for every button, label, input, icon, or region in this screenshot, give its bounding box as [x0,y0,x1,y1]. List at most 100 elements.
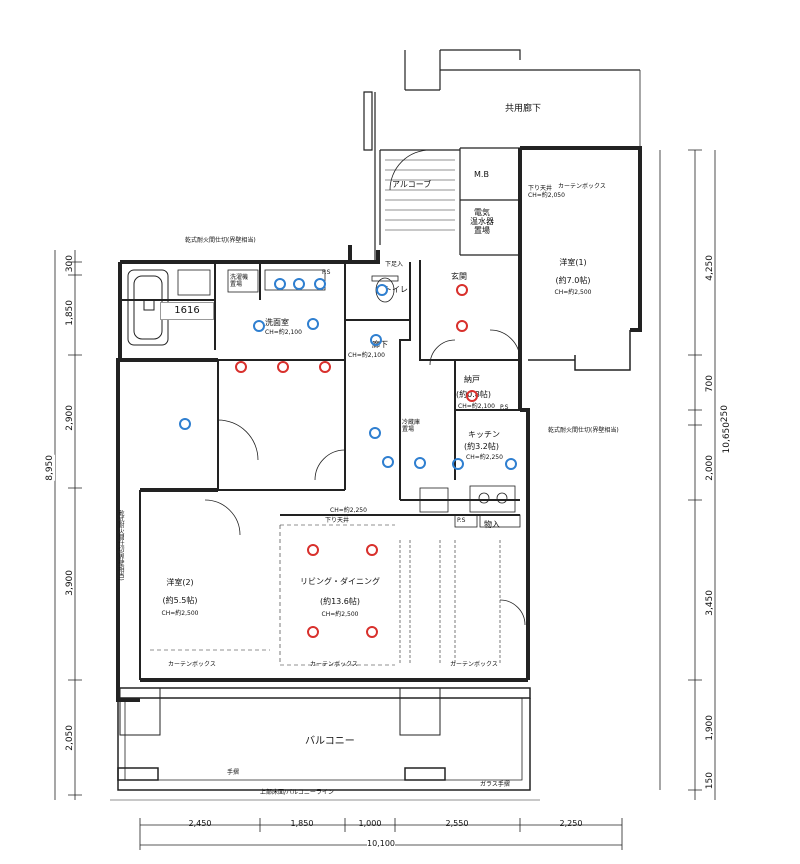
blue-light-marker [376,284,388,296]
dim-bottom-3: 1,000 [358,819,382,828]
red-light-marker [307,626,319,638]
bedroom1-ceiling-label: 下り天井 CH=約2,050 [528,185,565,199]
alcove-label: アルコーブ [392,180,432,189]
dim-left-4: 3,900 [65,570,75,596]
dims-right-lines [688,149,716,800]
living-ch: CH=約2,500 [321,611,359,618]
common-corridor-label: 共用廊下 [505,104,542,114]
dim-bottom-5: 2,250 [559,819,583,828]
balcony-label: バルコニー [305,736,355,747]
ceiling-dashes [150,524,395,666]
red-light-marker [307,544,319,556]
blue-light-marker [253,320,265,332]
closet-label: 物入 [484,520,500,529]
dim-left-5: 2,050 [65,725,75,751]
doors [139,149,526,626]
unit-id-tag: 1616 [160,302,214,320]
hallway-label: 廊下 [372,340,388,349]
dim-right-2: 700 [705,375,715,393]
balcony-line-label: 上部床面/バルコニーライン [260,789,334,796]
interior-walls [120,260,520,680]
kitchen-name: キッチン [468,430,500,439]
blue-light-marker [314,278,326,290]
curtain-box-living: カーテンボックス [310,661,358,668]
bedroom2-name: 洋室(2) [166,578,194,587]
blue-light-marker [179,418,191,430]
entrance-label: 玄関 [451,272,467,281]
fire-wall-left-label: 乾式耐火間仕切(界壁相当) [117,510,124,581]
red-light-marker [277,361,289,373]
bedroom2-ch: CH=約2,500 [161,610,199,617]
red-light-marker [456,284,468,296]
storage-name: 納戸 [464,375,480,384]
living-size: (約13.6帖) [319,597,361,606]
kitchen-ch: CH=約2,250 [466,454,503,461]
blue-light-marker [382,456,394,468]
red-light-marker [456,320,468,332]
red-light-marker [466,390,478,402]
dim-bottom-2: 1,850 [290,819,314,828]
washroom-label: 洗面室 [265,318,289,327]
storage-ch: CH=約2,100 [458,403,495,410]
dim-bottom-total: 10,100 [367,839,395,849]
red-light-marker [235,361,247,373]
fridge-area-label: 冷蔵庫 置場 [402,419,421,433]
bedroom1-bay [528,330,631,371]
washroom-ch: CH=約2,100 [265,329,302,336]
meter-box-label: M.B [474,170,489,179]
hallway-ch: CH=約2,100 [348,352,385,359]
blue-light-marker [414,457,426,469]
curtain-box-top-label: カーテンボックス [558,183,606,190]
dim-right-3: 250 [720,405,730,423]
blue-light-marker [369,427,381,439]
blue-light-marker [293,278,305,290]
blue-light-marker [307,318,319,330]
dim-left-1: 300 [65,255,75,273]
red-light-marker [319,361,331,373]
dim-right-total: 10,650 [722,422,732,454]
ps-label-washroom: P.S [322,269,331,276]
dim-right-1: 4,250 [705,255,715,281]
dim-left-2: 1,850 [65,300,75,326]
dims-left-lines [54,250,82,800]
washer-area-label: 洗濯機 置場 [230,274,249,288]
dim-bottom-4: 2,550 [445,819,469,828]
water-heater-label: 電気 温水器 置場 [470,208,494,236]
curtain-box-kitchen: カーテンボックス [450,661,498,668]
lowered-ceiling-label: 下り天井 [325,517,350,524]
shoe-box-label: 下足入 [385,261,404,268]
bedroom2-size: (約5.5帖) [162,596,198,605]
curtain-box-bedroom2: カーテンボックス [168,661,216,668]
blue-light-marker [505,458,517,470]
red-light-marker [366,544,378,556]
dim-left-total: 8,950 [45,455,55,481]
corridor-lines [363,49,640,262]
dim-right-5: 3,450 [705,590,715,616]
stair-lines [385,159,455,231]
toilet-label: トイレ [384,285,408,294]
balcony [110,687,540,801]
living-name: リビング・ダイニング [300,577,380,586]
closet-lines [399,540,501,665]
dim-left-3: 2,900 [65,405,75,431]
dim-bottom-1: 2,450 [188,819,212,828]
dim-right-7: 150 [705,772,715,790]
ps-label-kitchen: P.S [457,517,466,524]
dim-right-4: 2,000 [705,455,715,481]
fire-wall-right-label: 乾式耐火間仕切(界壁相当) [548,427,619,434]
red-light-marker [366,626,378,638]
bedroom1-size: (約7.0帖) [555,276,591,285]
blue-light-marker [452,458,464,470]
fire-wall-top-label: 乾式耐火間仕切(界壁相当) [185,237,256,244]
bedroom1-ch: CH=約2,500 [554,289,592,296]
blue-light-marker [370,334,382,346]
handrail-label: 手摺 [227,769,240,776]
blue-light-marker [274,278,286,290]
dim-right-6: 1,900 [705,715,715,741]
glass-rail-label: ガラス手摺 [480,781,510,788]
ps-label-storage: P.S [500,404,509,411]
bedroom1-name: 洋室(1) [559,258,587,267]
living-lowered-ch: CH=約2,250 [330,507,367,514]
kitchen-size: (約3.2帖) [464,442,499,451]
